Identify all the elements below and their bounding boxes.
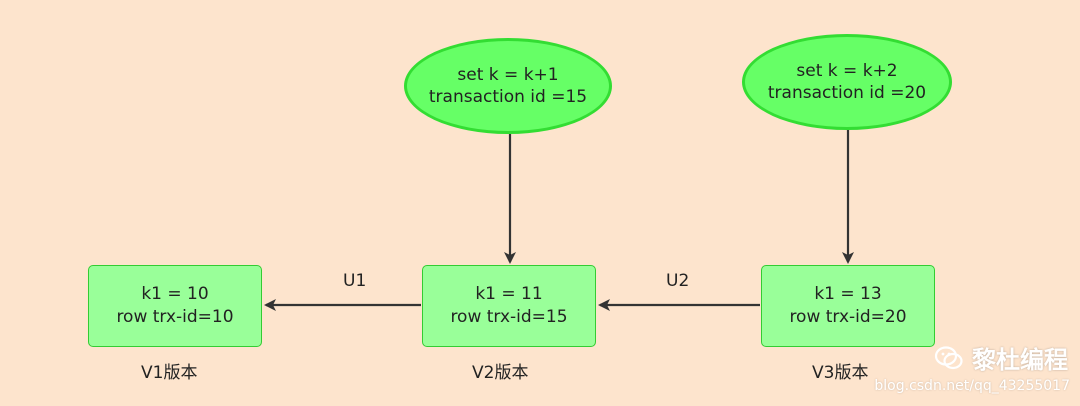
v1-line2: row trx-id=10: [116, 307, 234, 327]
txn2-line1: set k = k+2: [796, 60, 898, 81]
u2-label: U2: [666, 271, 690, 291]
v1-node: k1 = 10 row trx-id=10: [88, 265, 262, 347]
txn1-line2: transaction id =15: [428, 87, 588, 107]
u1-label: U1: [343, 271, 367, 291]
watermark-brand-text: 黎杜编程: [972, 346, 1068, 374]
v3-line1: k1 = 13: [814, 284, 882, 305]
v3-node: k1 = 13 row trx-id=20: [761, 265, 935, 347]
txn1-line1: set k = k+1: [457, 64, 559, 85]
v2-line1: k1 = 11: [475, 284, 543, 305]
v1-line1: k1 = 10: [141, 284, 209, 305]
v1-caption: V1版本: [141, 363, 198, 383]
v3-line2: row trx-id=20: [789, 307, 907, 327]
txn2-line2: transaction id =20: [767, 83, 927, 103]
txn1-node: set k = k+1 transaction id =15: [404, 38, 612, 134]
wechat-icon: [934, 345, 963, 369]
v3-caption: V3版本: [812, 363, 869, 383]
watermark-brand: 黎杜编程: [934, 340, 1068, 375]
v2-caption: V2版本: [472, 363, 529, 383]
watermark-url: blog.csdn.net/qq_43255017: [874, 378, 1070, 394]
v2-node: k1 = 11 row trx-id=15: [422, 265, 596, 347]
txn2-node: set k = k+2 transaction id =20: [742, 34, 952, 130]
v2-line2: row trx-id=15: [450, 307, 568, 327]
